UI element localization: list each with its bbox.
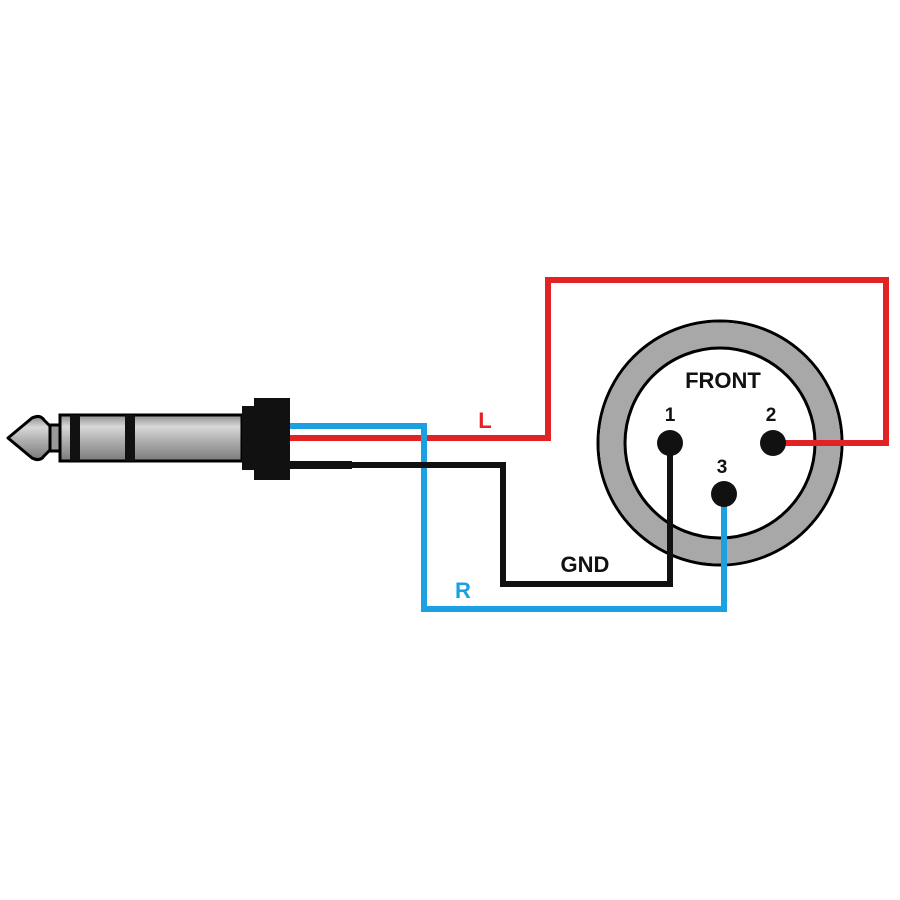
wire-labels: L R GND [455, 408, 609, 603]
plug-shaft [58, 413, 244, 463]
trs-plug [6, 398, 290, 480]
pin-1 [657, 430, 683, 456]
pin-1-label: 1 [665, 405, 676, 426]
wires [290, 277, 889, 612]
pin-3-label: 3 [717, 457, 728, 478]
plug-tip [6, 414, 54, 462]
wire-left [290, 277, 889, 446]
plug-collar [242, 406, 254, 470]
wire-ground-label: GND [561, 552, 610, 577]
xlr-pins: 1 2 3 [657, 405, 786, 507]
plug-insulator-1 [70, 415, 80, 461]
pin-2-label: 2 [766, 405, 777, 426]
pin-2 [760, 430, 786, 456]
plug-handle [254, 398, 290, 480]
wire-right [290, 423, 727, 612]
pin-3 [711, 481, 737, 507]
wire-left-label: L [478, 408, 491, 433]
wire-right-label: R [455, 578, 471, 603]
xlr-face-label: FRONT [685, 368, 761, 393]
plug-insulator-2 [125, 415, 135, 461]
wire-ground [290, 445, 673, 587]
